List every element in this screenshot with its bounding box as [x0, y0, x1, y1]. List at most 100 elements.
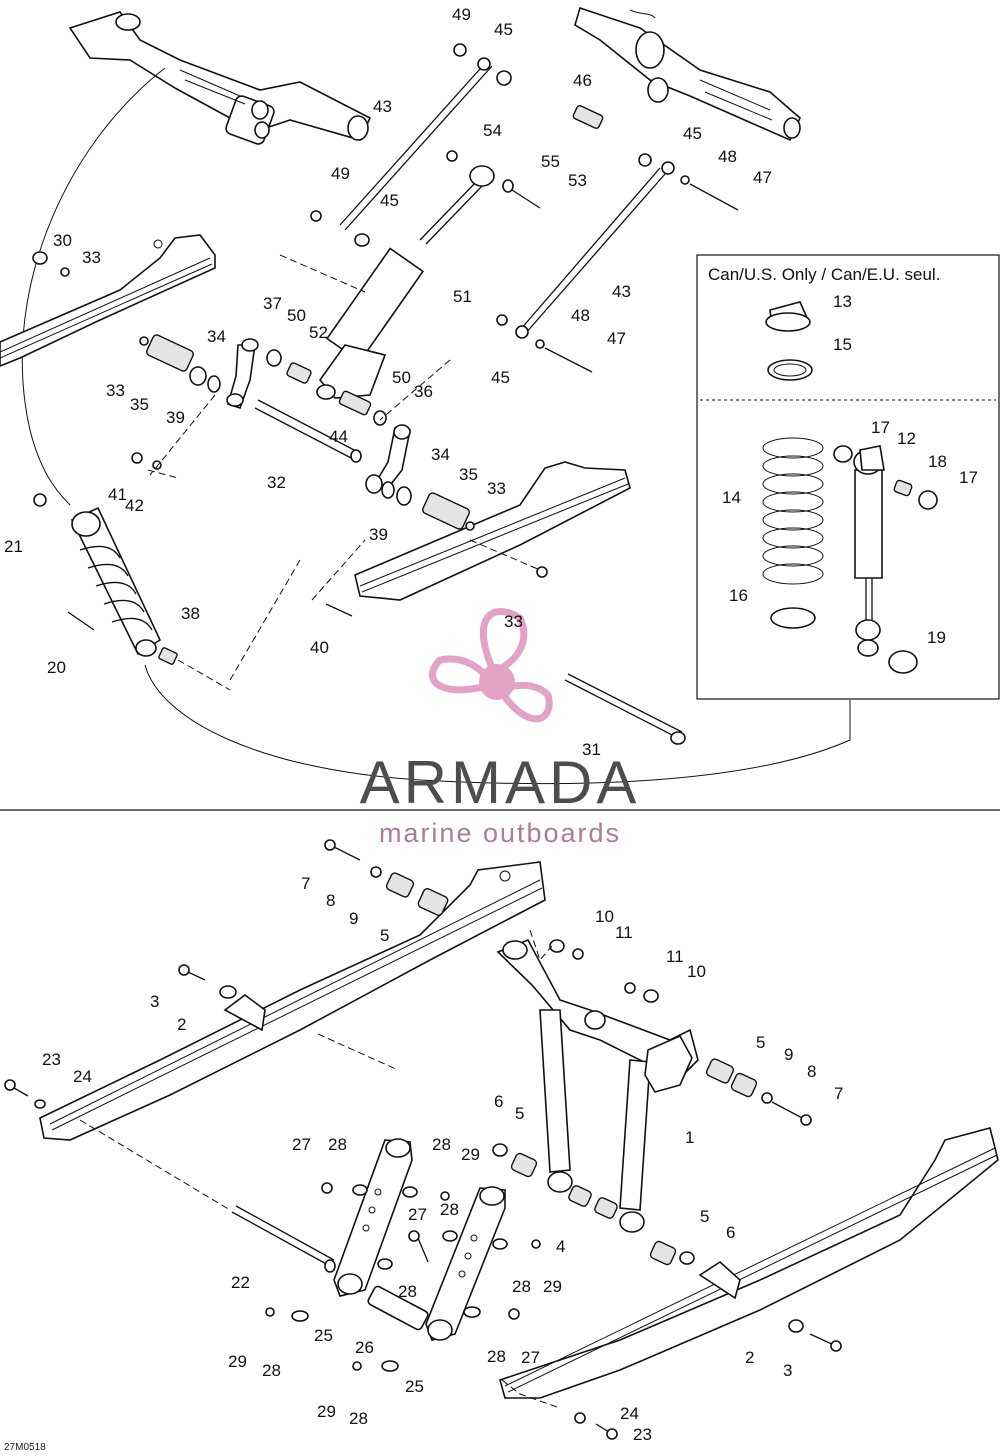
- callouts-inset: 13 15 17 12 18 17 14 16 19: [722, 292, 978, 647]
- callouts-top: 49 45 46 43 54 55 53 45 48 47 49 45 30 3…: [4, 5, 772, 759]
- callout-label: 55: [541, 152, 560, 171]
- callout-label: 29: [461, 1145, 480, 1164]
- watermark: ARMADA marine outboards: [360, 608, 641, 848]
- callout-label: 33: [82, 248, 101, 267]
- inset-title: Can/U.S. Only / Can/E.U. seul.: [708, 265, 940, 284]
- callout-label: 30: [53, 231, 72, 250]
- bottom-assembly: [4, 839, 999, 1440]
- front-arm-1: [496, 938, 699, 1233]
- callout-label: 31: [582, 740, 601, 759]
- callout-label: 6: [494, 1092, 503, 1111]
- callout-label: 39: [369, 525, 388, 544]
- callouts-bottom: 7 8 9 5 10 11 11 10 3 2 5 9 8 7 23 24 6 …: [42, 874, 843, 1444]
- callout-label: 8: [326, 891, 335, 910]
- callout-label: 7: [301, 874, 310, 893]
- callout-label: 27: [521, 1348, 540, 1367]
- callout-label: 12: [897, 429, 916, 448]
- upper-arm-assembly-right: [574, 6, 801, 142]
- callout-label: 37: [263, 294, 282, 313]
- callout-label: 33: [106, 381, 125, 400]
- callout-label: 7: [834, 1084, 843, 1103]
- callout-label: 11: [615, 923, 633, 942]
- callout-label: 54: [483, 121, 502, 140]
- callout-label: 29: [543, 1277, 562, 1296]
- callout-label: 28: [440, 1200, 459, 1219]
- callout-label: 47: [607, 329, 626, 348]
- callout-label: 47: [753, 168, 772, 187]
- callout-label: 5: [700, 1207, 709, 1226]
- callout-label: 40: [310, 638, 329, 657]
- coil-spring-14: [762, 437, 824, 585]
- callout-label: 46: [573, 71, 592, 90]
- callout-label: 36: [414, 382, 433, 401]
- callout-label: 32: [267, 473, 286, 492]
- callout-label: 22: [231, 1273, 250, 1292]
- callout-label: 52: [309, 323, 328, 342]
- callout-label: 21: [4, 537, 23, 556]
- callout-label: 33: [487, 479, 506, 498]
- callout-label: 8: [807, 1062, 816, 1081]
- callout-label: 10: [595, 907, 614, 926]
- callout-label: 45: [683, 124, 702, 143]
- callout-label: 1: [685, 1128, 694, 1147]
- callout-label: 11: [666, 947, 684, 966]
- callout-label: 27: [408, 1205, 427, 1224]
- callout-label: 35: [459, 465, 478, 484]
- callout-label: 27: [292, 1135, 311, 1154]
- callout-label: 29: [317, 1402, 336, 1421]
- propeller-logo: [428, 608, 553, 723]
- callout-label: 44: [329, 427, 348, 446]
- callout-label: 48: [571, 306, 590, 325]
- callout-label: 3: [783, 1361, 792, 1380]
- callout-label: 35: [130, 395, 149, 414]
- callout-label: 45: [494, 20, 513, 39]
- callout-label: 23: [42, 1050, 61, 1069]
- callout-label: 9: [784, 1045, 793, 1064]
- callout-label: 28: [262, 1361, 281, 1380]
- callout-label: 43: [373, 97, 392, 116]
- callout-label: 50: [392, 368, 411, 387]
- small-hardware-bottom: [4, 839, 842, 1440]
- callout-label: 20: [47, 658, 66, 677]
- coil-shock-left: [70, 506, 162, 657]
- callout-label: 28: [432, 1135, 451, 1154]
- callout-label: 28: [398, 1282, 417, 1301]
- callout-label: 28: [487, 1347, 506, 1366]
- callout-label: 26: [355, 1338, 374, 1357]
- callout-label: 14: [722, 488, 741, 507]
- rail-bottom-right: [499, 1127, 999, 1399]
- figure-code: 27M0518: [4, 1442, 46, 1453]
- callout-label: 49: [452, 5, 471, 24]
- callout-label: 5: [756, 1033, 765, 1052]
- callout-label: 5: [515, 1104, 524, 1123]
- callout-label: 49: [331, 164, 350, 183]
- callout-label: 48: [718, 147, 737, 166]
- callout-label: 2: [177, 1015, 186, 1034]
- callout-label: 28: [512, 1277, 531, 1296]
- callout-label: 51: [453, 287, 472, 306]
- callout-label: 16: [729, 586, 748, 605]
- rail-bottom-left: [39, 861, 546, 1141]
- callout-label: 34: [207, 327, 226, 346]
- callout-label: 4: [556, 1237, 565, 1256]
- callout-label: 15: [833, 335, 852, 354]
- watermark-brand: ARMADA: [360, 749, 641, 816]
- callout-label: 19: [927, 628, 946, 647]
- callout-label: 39: [166, 408, 185, 427]
- callout-label: 28: [349, 1409, 368, 1428]
- callout-label: 17: [871, 418, 890, 437]
- rear-arm-25-right: [425, 1186, 506, 1341]
- watermark-tagline: marine outboards: [379, 818, 621, 848]
- callout-label: 3: [150, 992, 159, 1011]
- callout-label: 42: [125, 496, 144, 515]
- callout-label: 13: [833, 292, 852, 311]
- callout-label: 24: [620, 1404, 639, 1423]
- callout-label: 23: [633, 1425, 652, 1444]
- callout-label: 34: [431, 445, 450, 464]
- callout-label: 45: [380, 191, 399, 210]
- callout-label: 43: [612, 282, 631, 301]
- rail-top-left: [0, 234, 216, 367]
- upper-arm-assembly-left: [68, 11, 372, 145]
- callout-label: 53: [568, 171, 587, 190]
